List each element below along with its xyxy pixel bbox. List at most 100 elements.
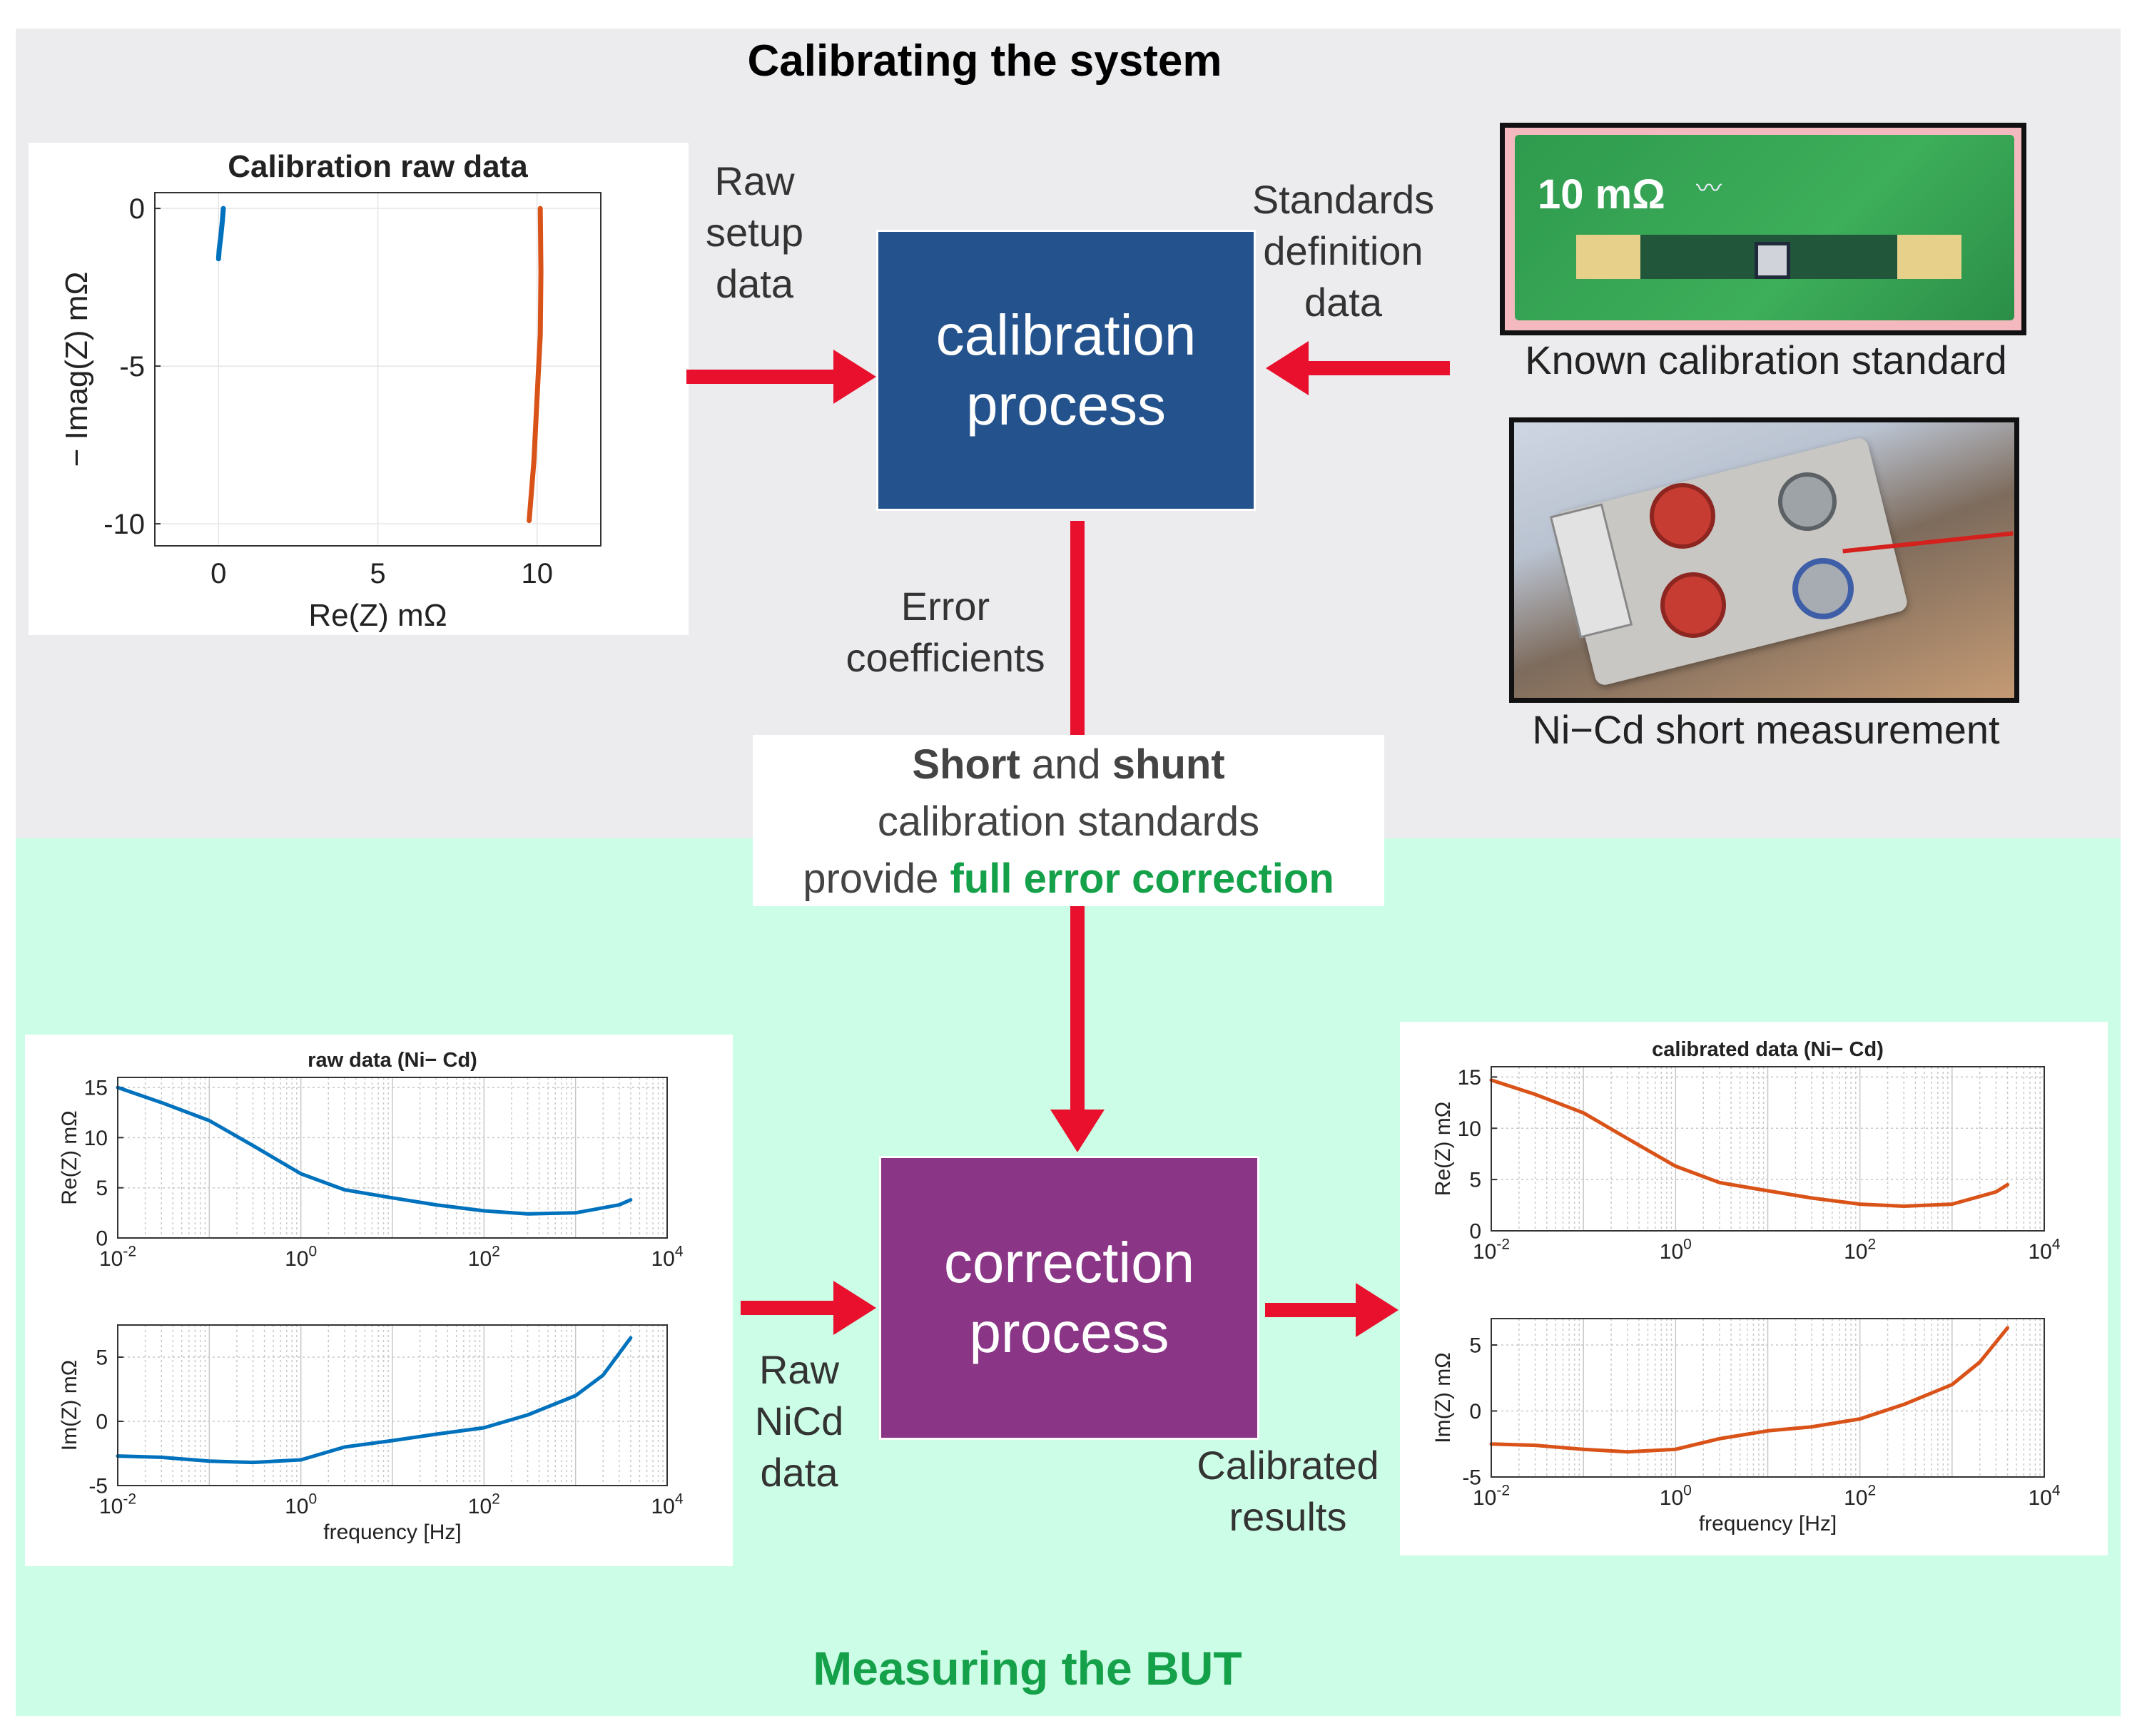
arrowhead <box>1266 341 1309 395</box>
y-axis-label: − Imag(Z) mΩ <box>59 272 94 467</box>
tick-label: 0 <box>129 193 145 225</box>
tick-label: 104 <box>2028 1237 2060 1264</box>
tick-label: 0 <box>96 1227 108 1251</box>
tick-label: 100 <box>285 1244 317 1271</box>
arrowhead <box>833 350 876 404</box>
tick-label: 102 <box>468 1244 500 1271</box>
correction-box-line2: process <box>969 1301 1169 1364</box>
tick-label: 10 <box>521 558 553 589</box>
series-line-1 <box>527 205 544 524</box>
top-section-title: Calibrating the system <box>747 36 1222 86</box>
chart-2: 10-2 100 102 104 -5 0 5 frequency [Hz] Im(Z) mΩ <box>58 1324 684 1544</box>
tick-label: 5 <box>370 558 385 589</box>
pcb-resistor <box>1755 242 1790 279</box>
red-terminal-cap <box>1660 572 1726 638</box>
x-axis-label: frequency [Hz] <box>1699 1512 1837 1536</box>
pcb-board <box>1515 135 2014 320</box>
tick-label: 104 <box>651 1244 683 1271</box>
chart-3: 10-2 100 102 104 0 5 10 15 calibrated data (Ni− … <box>1431 1038 2061 1264</box>
plot-frame <box>117 1324 668 1486</box>
tick-label: 104 <box>2028 1483 2060 1511</box>
blue-terminal <box>1792 558 1854 619</box>
grid <box>117 1325 664 1486</box>
chart-title: raw data (Ni− Cd) <box>308 1049 477 1072</box>
x-axis-label: Re(Z) mΩ <box>308 598 447 633</box>
chart-title: calibrated data (Ni− Cd) <box>1652 1038 1884 1061</box>
correction-process-box: correction process <box>879 1156 1259 1440</box>
tick-label: 10 <box>1458 1117 1481 1141</box>
nicd-measurement-caption: Ni−Cd short measurement <box>1532 707 2000 752</box>
note-line2: calibration standards <box>877 798 1260 845</box>
calibration-process-box: calibration process <box>876 230 1256 511</box>
arrowhead <box>833 1281 876 1335</box>
calibration-standard-caption: Known calibration standard <box>1525 337 2007 382</box>
tick-label: -5 <box>119 351 145 382</box>
arrowhead <box>1356 1283 1399 1337</box>
nicd-measurement-photo <box>1509 417 2019 703</box>
plot-frame <box>1491 1318 2045 1478</box>
tick-label: -5 <box>88 1475 108 1498</box>
tick-label: 100 <box>1660 1483 1692 1511</box>
tick-label: 102 <box>468 1491 500 1519</box>
tick-label: 104 <box>651 1491 683 1519</box>
tick-label: 15 <box>1458 1066 1481 1090</box>
plot-frame <box>154 192 601 547</box>
y-axis-label: Im(Z) mΩ <box>1431 1352 1455 1443</box>
calibration-box-line1: calibration <box>935 303 1197 367</box>
tick-label: 0 <box>1469 1400 1481 1423</box>
calibrated-results-label: Calibrated results <box>1197 1443 1379 1539</box>
tick-label: 100 <box>1660 1237 1692 1264</box>
tick-label: 15 <box>84 1077 108 1100</box>
chart-title: Calibration raw data <box>228 149 528 184</box>
calibration-standards-note: Short and shunt calibration standards pr… <box>753 735 1384 906</box>
tick-label: 5 <box>96 1177 108 1200</box>
tick-label: 0 <box>210 558 226 589</box>
raw-setup-data-label: Raw setup data <box>706 158 803 306</box>
tick-label: 5 <box>1469 1169 1481 1192</box>
brand-logo-icon: 〰 <box>1696 173 1722 203</box>
tick-label: 10-2 <box>99 1244 136 1271</box>
calibration-box-line2: process <box>965 373 1167 437</box>
note-line3: provide full error correction <box>803 856 1334 902</box>
correction-box-line1: correction <box>943 1231 1195 1294</box>
calibration-standard-photo: 10 mΩ 〰 <box>1500 123 2026 335</box>
bottom-section-title: Measuring the BUT <box>813 1642 1242 1695</box>
tick-label: 0 <box>1469 1220 1481 1244</box>
y-axis-label: Re(Z) mΩ <box>58 1110 81 1204</box>
y-axis-label: Im(Z) mΩ <box>58 1360 81 1451</box>
series-line-0 <box>1489 1326 2010 1454</box>
series-line-0 <box>215 205 226 262</box>
note-line1: Short and shunt <box>912 741 1225 788</box>
tick-label: 100 <box>285 1491 317 1519</box>
plot-frame <box>117 1077 668 1239</box>
tick-label: 10-2 <box>99 1491 136 1519</box>
tick-label: 10 <box>84 1127 108 1150</box>
raw-nicd-data-label: Raw NiCd data <box>754 1347 844 1495</box>
x-axis-label: frequency [Hz] <box>323 1521 461 1544</box>
pcb-pad-left <box>1576 235 1640 279</box>
tick-label: -5 <box>1462 1466 1481 1490</box>
red-terminal-cap <box>1650 483 1715 549</box>
error-coefficients-label: Error coefficients <box>846 584 1045 680</box>
series-line-0 <box>116 1336 633 1465</box>
tick-label: 102 <box>1844 1237 1876 1264</box>
tick-label: 5 <box>96 1346 108 1370</box>
y-axis-label: Re(Z) mΩ <box>1431 1102 1455 1196</box>
tick-label: 10-2 <box>1473 1237 1510 1264</box>
series-line-0 <box>116 1085 633 1216</box>
tick-label: -10 <box>103 509 145 540</box>
tick-label: 5 <box>1469 1334 1481 1358</box>
standards-definition-data-label: Standards definition data <box>1252 177 1435 325</box>
tick-label: 102 <box>1844 1483 1876 1511</box>
standard-value-label: 10 mΩ <box>1538 171 1665 218</box>
metal-terminal <box>1778 472 1837 531</box>
chart-1: 10-2 100 102 104 0 5 10 15 raw data (Ni− Cd) Re(Z… <box>58 1049 684 1271</box>
pcb-pad-right <box>1897 235 1961 279</box>
chart-4: 10-2 100 102 104 -5 0 5 frequency [Hz] Im(Z) mΩ <box>1431 1318 2061 1536</box>
tick-label: 0 <box>96 1411 108 1434</box>
plot-frame <box>1491 1066 2045 1232</box>
tick-label: 10-2 <box>1473 1483 1510 1511</box>
